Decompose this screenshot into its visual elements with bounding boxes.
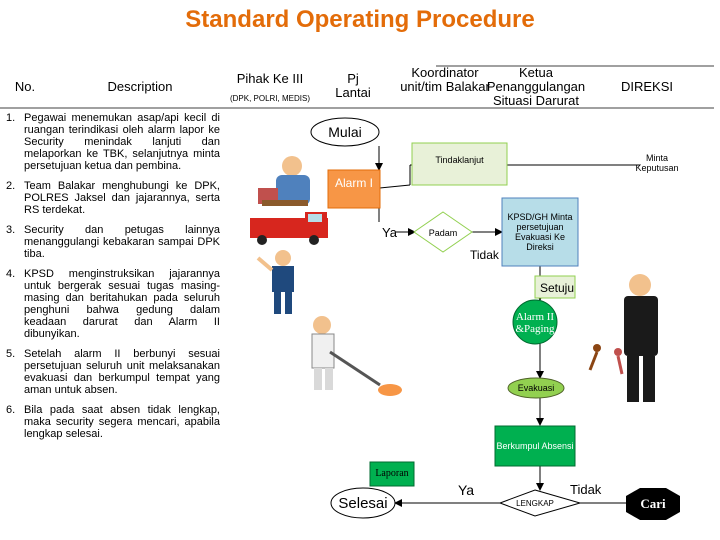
laporan-label: Laporan <box>375 467 409 479</box>
header-direksi: DIREKSI <box>620 79 673 94</box>
lengkap-diamond <box>498 489 582 517</box>
connector <box>379 184 411 189</box>
step-list: 1.Pegawai menemukan asap/api kecil di ru… <box>6 112 220 448</box>
page-title: Standard Operating Procedure <box>185 6 535 33</box>
firefighter-hose-icon <box>311 316 402 396</box>
minta-keputusan-label: Minta Keputusan <box>635 153 679 173</box>
police-officer-icon <box>256 250 294 314</box>
kpsd-box <box>501 197 579 267</box>
step-2: 2.Team Balakar menghubungi ke DPK, POLRE… <box>6 180 220 216</box>
step-4: 4.KPSD menginstruksikan jajarannya untuk… <box>6 268 220 340</box>
padam-diamond <box>413 211 473 253</box>
step-1: 1.Pegawai menemukan asap/api kecil di ru… <box>6 112 220 172</box>
cari-octagon <box>626 488 680 520</box>
step-6: 6.Bila pada saat absen tidak lengkap, ma… <box>6 404 220 440</box>
phone-man-icon <box>258 156 310 206</box>
berkumpul-box <box>494 425 576 467</box>
step-5: 5.Setelah alarm II berbunyi sesuai perse… <box>6 348 220 396</box>
running-people-icon <box>588 344 624 375</box>
tidak-label: Tidak <box>470 248 499 262</box>
evakuasi-label: Evakuasi <box>517 383 555 393</box>
cari-label: Cari <box>640 496 666 511</box>
selesai-label: Selesai <box>338 494 388 512</box>
alarm2-label: Alarm II &Paging <box>515 311 555 335</box>
tindaklanjut-label: Tindaklanjut <box>435 155 484 165</box>
header-pihak-sub: (DPK, POLRI, MEDIS) <box>229 94 310 103</box>
kpsd-label: KPSD/GH Minta persetujuan Evakuasi Ke Di… <box>507 212 573 252</box>
header-koordinator: Koordinator unit/tim Balakar <box>400 65 490 94</box>
alarm-label: Alarm I <box>334 176 373 190</box>
mulai-label: Mulai <box>328 124 362 140</box>
alarm2-circle <box>512 299 558 345</box>
evakuasi-oval <box>507 377 565 399</box>
setuju-box <box>534 275 576 299</box>
businessman-phone-icon <box>624 274 658 402</box>
header-no: No. <box>14 79 36 94</box>
header-description: Description <box>107 79 173 94</box>
header-ketua: Ketua Penanggulangan Situasi Darurat <box>486 65 586 108</box>
selesai-oval <box>330 487 396 519</box>
lengkap-label: LENGKAP <box>516 498 554 508</box>
setuju-label: Setuju <box>539 281 575 295</box>
mulai-oval <box>310 117 380 147</box>
fire-truck-icon <box>250 212 328 245</box>
header-pihak-label: Pihak Ke III <box>236 71 304 86</box>
laporan-box <box>369 461 415 487</box>
tindaklanjut-box <box>411 142 508 186</box>
ya-label: Ya <box>382 225 397 240</box>
header-pihak-ke-iii: Pihak Ke III (DPK, POLRI, MEDIS) <box>222 72 318 106</box>
header-pj-lantai: Pj Lantai <box>335 71 371 100</box>
padam-label: Padam <box>428 228 458 238</box>
tidak2-label: Tidak <box>570 482 602 497</box>
alarm-box <box>327 169 381 209</box>
ya2-label: Ya <box>458 482 475 498</box>
berkumpul-label: Berkumpul Absensi <box>496 441 574 451</box>
step-3: 3.Security dan petugas lainnya menanggul… <box>6 224 220 260</box>
